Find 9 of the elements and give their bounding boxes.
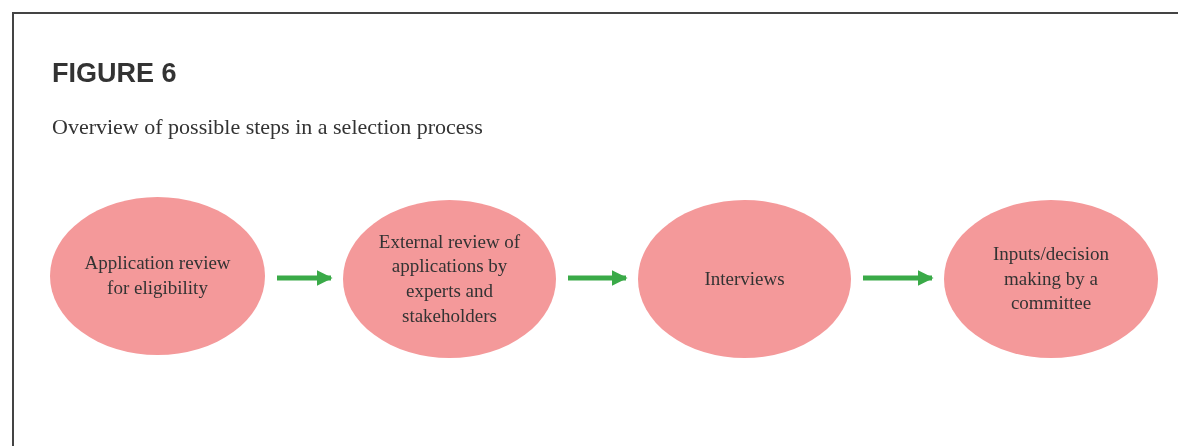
step-label: Interviews: [704, 266, 785, 291]
figure-title: FIGURE 6: [52, 58, 177, 89]
figure-caption: Overview of possible steps in a selection process: [52, 114, 483, 140]
arrow: [568, 270, 628, 286]
step-label: Inputs/decision making by a committee: [991, 241, 1111, 316]
arrow: [277, 270, 333, 286]
arrow: [863, 270, 934, 286]
step-label: External review of applications by experts and stakeholders: [377, 229, 522, 328]
step-label: Application review for eligibility: [83, 251, 232, 300]
